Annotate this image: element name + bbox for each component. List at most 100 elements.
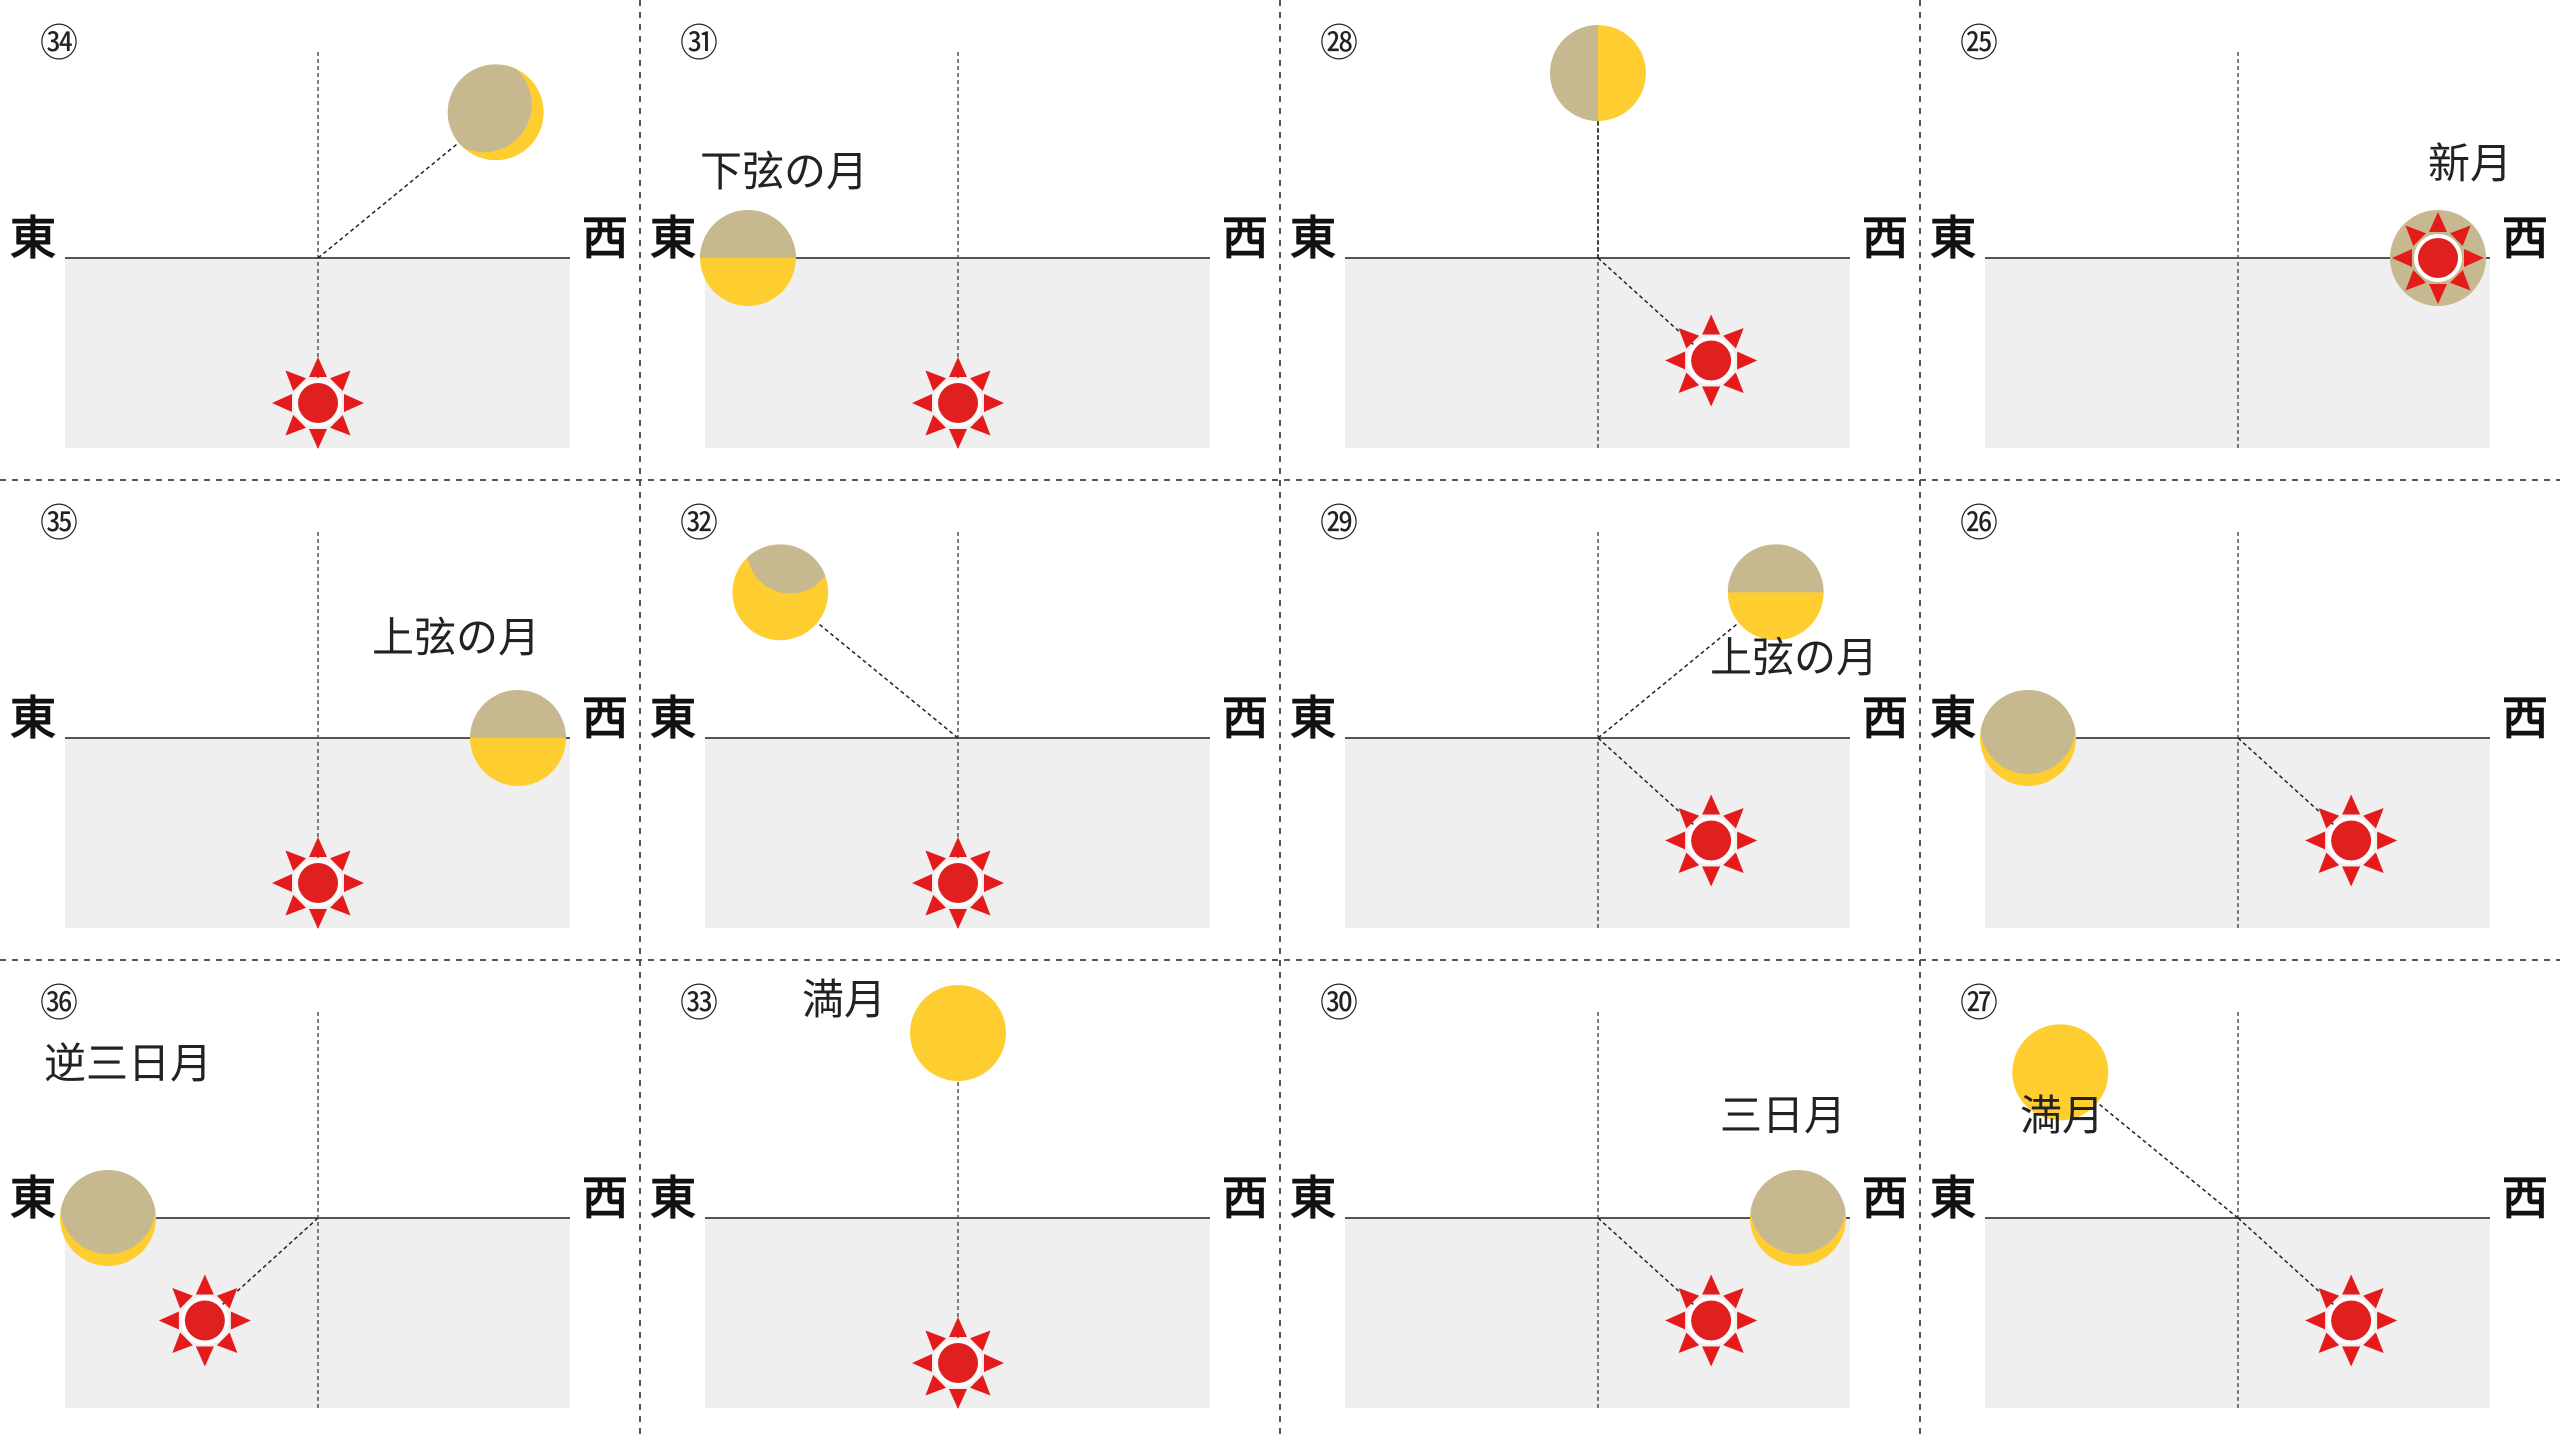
moon-icon	[447, 64, 544, 161]
panel-number: ㉝	[680, 981, 718, 1025]
sun-ray	[925, 1330, 946, 1351]
sun-disc	[938, 1343, 978, 1383]
sun-ray	[1723, 808, 1744, 829]
sun-ray	[970, 1375, 991, 1396]
sun-ray	[949, 1317, 967, 1337]
sun-ray	[2429, 212, 2447, 232]
sun-ray	[2429, 284, 2447, 304]
panel-number: ㉖	[1960, 501, 1998, 545]
sun-ray	[1665, 351, 1686, 370]
moon-dark	[747, 544, 829, 594]
panel-number: ㉙	[1320, 501, 1358, 545]
sun-ray	[1702, 386, 1721, 407]
moon-icon	[470, 690, 566, 786]
sun-ray	[925, 370, 946, 391]
sun-disc	[1691, 340, 1732, 381]
moon-icon	[700, 210, 796, 306]
moon-icon	[1727, 544, 1824, 641]
panel-8: ㉖東 西	[1930, 501, 2548, 928]
west-label: 西	[1862, 211, 1908, 265]
sun-ray	[2318, 1332, 2340, 1354]
moon-label: 新月	[2428, 139, 2512, 188]
sun-ray	[172, 1288, 193, 1309]
sun-ray	[1678, 808, 1700, 829]
west-label: 西	[2502, 691, 2548, 745]
sun-ray	[309, 429, 327, 449]
sun-ray	[2342, 1346, 2361, 1367]
sun-icon	[272, 837, 364, 929]
sun-ray	[1678, 1332, 1700, 1354]
sun-disc	[2331, 820, 2372, 861]
sun-ray	[1665, 1311, 1686, 1330]
sun-ray	[2342, 794, 2361, 815]
sun-ray	[216, 1332, 238, 1354]
west-label: 西	[582, 691, 628, 745]
moon-label: 逆三日月	[44, 1039, 212, 1088]
sun-ray	[912, 874, 932, 892]
sun-ray	[285, 415, 306, 436]
sun-disc	[2418, 238, 2458, 278]
sun-ray	[925, 895, 946, 916]
sun-disc	[298, 863, 338, 903]
east-label: 東	[1290, 211, 1336, 265]
sun-ray	[172, 1332, 193, 1354]
west-label: 西	[1222, 211, 1268, 265]
sun-ray	[1678, 372, 1700, 394]
panel-number: ㉘	[1320, 21, 1358, 65]
sun-ray	[970, 415, 991, 436]
sun-ray	[285, 370, 306, 391]
sun-ray	[344, 394, 364, 412]
sun-icon	[1665, 314, 1758, 407]
sun-ray	[2363, 1288, 2384, 1309]
sun-ray	[1702, 1346, 1721, 1367]
moon-dark	[1727, 544, 1824, 593]
panel-1: ㉞東西	[10, 21, 628, 449]
sun-ray	[330, 415, 351, 436]
panel-6: ㉜東西	[650, 501, 1268, 929]
east-label: 東	[650, 691, 696, 745]
sun-ray	[158, 1311, 179, 1330]
east-label: 東	[650, 1171, 696, 1225]
sun-disc	[1691, 820, 1732, 861]
sun-ray	[309, 837, 327, 857]
west-label: 西	[1862, 691, 1908, 745]
moon-icon	[2012, 1024, 2109, 1121]
east-label: 東	[1930, 1171, 1976, 1225]
sun-ray	[1723, 1332, 1744, 1354]
west-label: 西	[1222, 1171, 1268, 1225]
sun-disc	[184, 1300, 225, 1341]
sun-ray	[2377, 1311, 2398, 1330]
moon-icon	[732, 544, 829, 641]
west-label: 西	[582, 1171, 628, 1225]
panel-5: ㉟東西上弦の月	[10, 501, 628, 929]
panel-number: ㉜	[680, 501, 718, 545]
sun-ray	[344, 874, 364, 892]
sun-ray	[2377, 831, 2398, 850]
sun-ray	[2318, 808, 2340, 829]
sun-ray	[2318, 852, 2340, 874]
sightline-to-sun	[1597, 257, 1712, 362]
sun-icon	[912, 837, 1004, 929]
moon-label: 満月	[2020, 1091, 2104, 1140]
sun-ray	[2392, 249, 2412, 267]
east-label: 東	[1930, 211, 1976, 265]
sun-ray	[330, 895, 351, 916]
sun-ray	[1702, 1274, 1721, 1295]
sun-ray	[1665, 831, 1686, 850]
sun-disc	[2331, 1300, 2372, 1341]
panel-number: ㉟	[40, 501, 78, 545]
moon-label: 上弦の月	[1710, 633, 1878, 682]
moon-icon	[1980, 690, 2076, 786]
east-label: 東	[1930, 691, 1976, 745]
sun-ray	[309, 357, 327, 377]
sun-ray	[272, 874, 292, 892]
panel-number: ㉞	[40, 21, 78, 65]
sun-ray	[970, 370, 991, 391]
sun-ray	[1723, 328, 1744, 349]
panel-11: ㉚東西三日月	[1290, 981, 1908, 1408]
sun-ray	[1737, 831, 1758, 850]
sun-ray	[970, 1330, 991, 1351]
sun-ray	[949, 429, 967, 449]
west-label: 西	[1862, 1171, 1908, 1225]
